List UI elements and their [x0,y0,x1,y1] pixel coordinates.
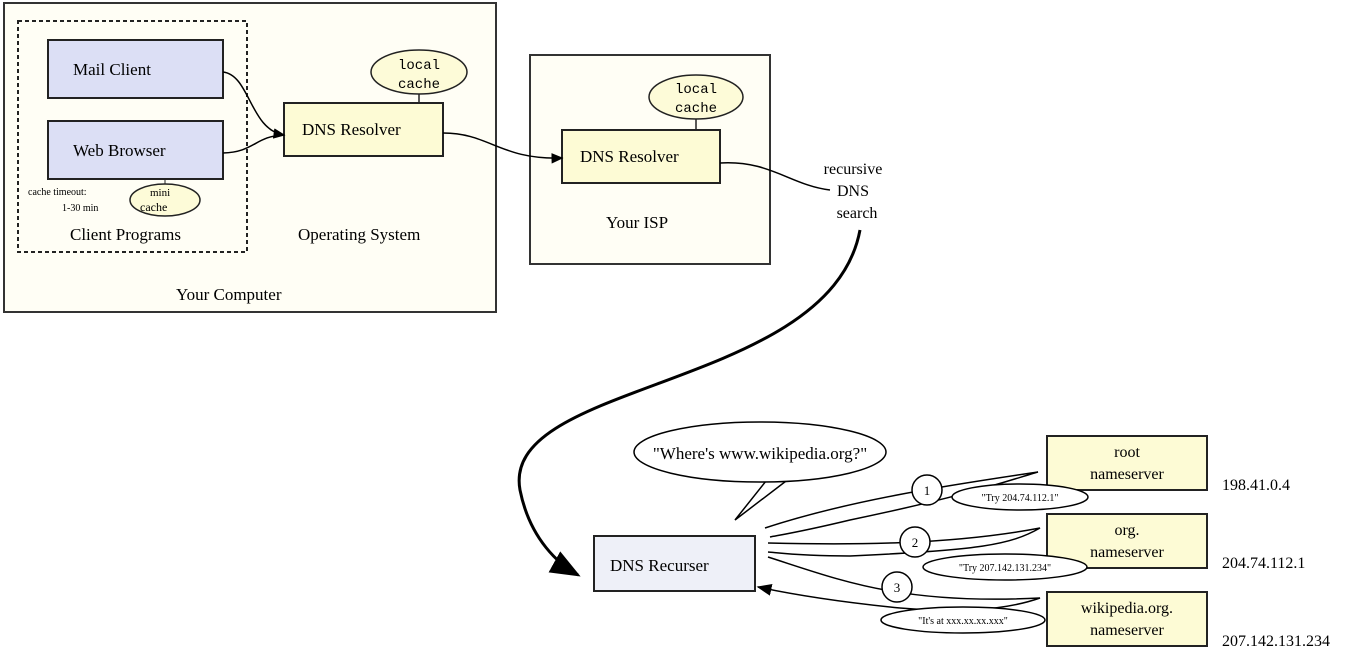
mail-to-resolver-arrow [222,71,286,139]
reply-text: "Try 207.142.131.234" [959,563,1051,574]
nameserver-type: nameserver [1090,544,1164,561]
mail-client-box [47,39,224,99]
nameserver-ip: 198.41.0.4 [1222,477,1290,494]
nameserver-name: root [1114,444,1140,461]
dns-recurser-label: DNS Recurser [610,556,709,575]
isp-dns-resolver-box [561,129,721,184]
step-number: 1 [924,483,931,498]
step-number: 3 [894,580,901,595]
isp-local-cache-label-1: local [675,82,717,98]
client-programs-box [17,20,248,253]
question-text: "Where's www.wikipedia.org?" [653,444,867,463]
dns-recurser-box [593,535,756,592]
recursive-search-arrow [517,229,862,577]
nameserver-name: org. [1114,522,1139,539]
mini-cache-ellipse [129,183,201,217]
operating-system-label: Operating System [298,225,420,244]
cache-timeout-label: cache timeout: [28,187,87,198]
reply-text: "Try 204.74.112.1" [982,493,1059,504]
question-bubble [633,421,887,483]
isp-to-recursive-line [719,162,831,191]
question-bubble-tail [734,475,791,521]
reply-bubble [922,553,1088,581]
mini-cache-label-2: cache [140,200,167,214]
os-local-cache-label-1: local [398,58,440,74]
nameserver-ip: 204.74.112.1 [1222,555,1305,572]
nameserver-type: nameserver [1090,466,1164,483]
nameserver-box [1046,435,1208,491]
client-programs-label: Client Programs [70,225,181,244]
mail-client-label: Mail Client [73,60,151,79]
isp-local-cache-label-2: cache [675,101,717,117]
step-circle [899,526,931,558]
os-dns-resolver-box [283,102,444,157]
your-computer-label: Your Computer [176,285,282,304]
cache-timeout-value: 1-30 min [62,203,98,214]
nameserver-name: wikipedia.org. [1081,600,1173,617]
step-circle [881,571,913,603]
answer-arrow [756,583,901,609]
nameserver-type: nameserver [1090,622,1164,639]
nameserver-box [1046,513,1208,569]
isp-dns-resolver-label: DNS Resolver [580,147,679,166]
browser-to-resolver-arrow [222,134,285,154]
os-local-cache-label-2: cache [398,77,440,93]
your-isp-label: Your ISP [606,213,668,232]
recursive-label-3: search [837,205,878,222]
web-browser-label: Web Browser [73,141,166,160]
recursive-label-2: DNS [837,183,869,200]
reply-bubble [880,606,1046,634]
mini-cache-label-1: mini [150,187,170,199]
nameserver-box [1046,591,1208,647]
recursive-label-1: recursive [824,161,883,178]
reply-bubble [951,483,1089,511]
os-dns-resolver-label: DNS Resolver [302,120,401,139]
step-circle [911,474,943,506]
web-browser-box [47,120,224,180]
os-to-isp-arrow [442,132,564,164]
step-number: 2 [912,535,919,550]
reply-text: "It's at xxx.xx.xx.xxx" [918,616,1008,627]
nameserver-ip: 207.142.131.234 [1222,633,1330,650]
